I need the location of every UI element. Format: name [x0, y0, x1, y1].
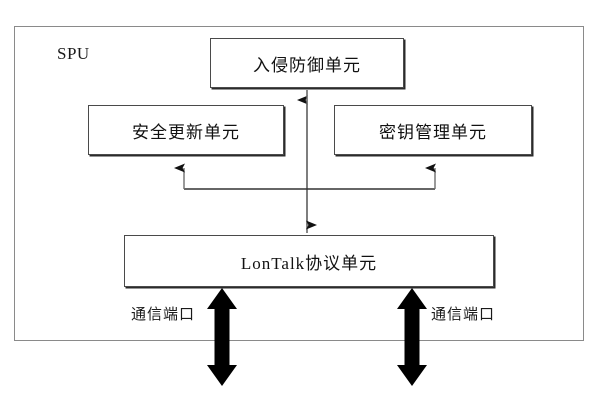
unit-box-key-management-label: 密钥管理单元 — [379, 122, 487, 142]
unit-box-security-update-label: 安全更新单元 — [132, 122, 240, 142]
comm-port-label-right: 通信端口 — [431, 307, 496, 323]
unit-box-lontalk-protocol[interactable]: LonTalk协议单元 — [124, 235, 494, 287]
spu-label: SPU — [57, 44, 90, 63]
unit-box-intrusion-prevention[interactable]: 入侵防御单元 — [210, 38, 404, 88]
unit-box-intrusion-prevention-label: 入侵防御单元 — [253, 55, 361, 75]
spu-container — [14, 26, 584, 341]
comm-port-label-left: 通信端口 — [131, 307, 196, 323]
unit-box-security-update[interactable]: 安全更新单元 — [88, 105, 284, 155]
unit-box-lontalk-protocol-label: LonTalk协议单元 — [240, 253, 378, 273]
unit-box-key-management[interactable]: 密钥管理单元 — [334, 105, 532, 155]
